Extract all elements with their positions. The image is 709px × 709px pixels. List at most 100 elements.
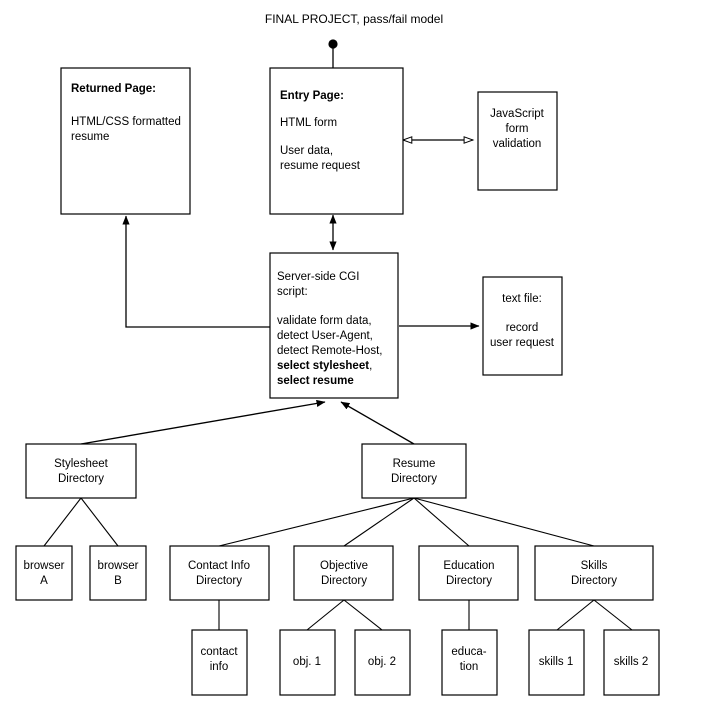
- text-file-line3: user request: [490, 337, 555, 349]
- edge-stylesheet-dir-to-cgi: [80, 399, 326, 445]
- node-education-file[interactable]: educa- tion: [441, 629, 498, 696]
- node-skills-directory[interactable]: Skills Directory: [534, 545, 654, 601]
- edge-objective-dir-to-obj2: [343, 599, 383, 631]
- edge-resume-dir-to-education-dir: [413, 497, 470, 547]
- node-browser-a[interactable]: browser A: [15, 545, 73, 601]
- browser-a-line1: browser: [24, 560, 65, 572]
- objective-dir-line2: Directory: [321, 575, 367, 587]
- contact-info-file-box[interactable]: [191, 629, 248, 696]
- entry-page-line3: resume request: [280, 160, 361, 172]
- education-file-box[interactable]: [441, 629, 498, 696]
- returned-page-line2: resume: [71, 131, 109, 143]
- node-skills1-file[interactable]: skills 1: [528, 629, 585, 696]
- obj2-file-box[interactable]: [354, 629, 411, 696]
- node-returned-page[interactable]: Returned Page: HTML/CSS formatted resume: [60, 67, 191, 215]
- returned-page-heading: Returned Page:: [71, 83, 156, 95]
- skills1-file-line1: skills 1: [539, 656, 574, 668]
- node-contact-info-directory[interactable]: Contact Info Directory: [169, 545, 270, 601]
- edge-cgi-to-returned-page: [122, 215, 270, 328]
- browser-b-box[interactable]: [89, 545, 147, 601]
- diagram-title: FINAL PROJECT, pass/fail model: [265, 12, 443, 26]
- cgi-task-detect-remote-host: detect Remote-Host,: [277, 345, 382, 357]
- node-browser-b[interactable]: browser B: [89, 545, 147, 601]
- cgi-heading2: script:: [277, 286, 308, 298]
- skills-dir-line1: Skills: [581, 560, 608, 572]
- node-text-file[interactable]: text file: record user request: [482, 276, 563, 376]
- entry-page-box[interactable]: [269, 67, 404, 215]
- contact-info-file-line2: info: [210, 661, 229, 673]
- resume-dir-line1: Resume: [393, 458, 436, 470]
- edge-stylesheet-dir-to-browser-a: [43, 497, 82, 547]
- browser-a-box[interactable]: [15, 545, 73, 601]
- edge-resume-dir-to-skills-dir: [413, 497, 595, 547]
- node-contact-info-file[interactable]: contact info: [191, 629, 248, 696]
- javascript-box[interactable]: [477, 91, 558, 191]
- edge-resume-dir-to-objective-dir: [343, 497, 415, 547]
- node-objective-directory[interactable]: Objective Directory: [293, 545, 394, 601]
- stylesheet-dir-line2: Directory: [58, 473, 104, 485]
- stylesheet-dir-line1: Stylesheet: [54, 458, 109, 470]
- education-file-line1: educa-: [451, 646, 486, 658]
- skills2-file-line1: skills 2: [614, 656, 649, 668]
- node-obj1-file[interactable]: obj. 1: [279, 629, 336, 696]
- browser-a-line2: A: [40, 575, 48, 587]
- cgi-task-select-resume: select resume: [277, 375, 354, 387]
- obj1-file-box[interactable]: [279, 629, 336, 696]
- origin-dot: [328, 39, 338, 49]
- node-javascript-validation[interactable]: JavaScript form validation: [477, 91, 558, 191]
- objective-dir-line1: Objective: [320, 560, 368, 572]
- entry-page-line2: User data,: [280, 145, 333, 157]
- text-file-box[interactable]: [482, 276, 563, 376]
- edge-skills-dir-to-skills2: [593, 599, 633, 631]
- education-dir-line2: Directory: [446, 575, 492, 587]
- contact-info-directory-box[interactable]: [169, 545, 270, 601]
- edge-resume-dir-to-cgi: [340, 401, 415, 445]
- resume-dir-line2: Directory: [391, 473, 437, 485]
- node-obj2-file[interactable]: obj. 2: [354, 629, 411, 696]
- cgi-heading1: Server-side CGI: [277, 271, 359, 283]
- node-education-directory[interactable]: Education Directory: [418, 545, 519, 601]
- education-directory-box[interactable]: [418, 545, 519, 601]
- edge-resume-dir-to-contact-info-dir: [218, 497, 415, 547]
- cgi-task-validate-form-data: validate form data,: [277, 315, 372, 327]
- javascript-line3: validation: [493, 138, 542, 150]
- text-file-line1: text file:: [502, 293, 542, 305]
- education-dir-line1: Education: [443, 560, 494, 572]
- edge-skills-dir-to-skills1: [556, 599, 595, 631]
- contact-info-file-line1: contact: [200, 646, 238, 658]
- returned-page-box[interactable]: [60, 67, 191, 215]
- skills2-file-box[interactable]: [603, 629, 660, 696]
- entry-page-heading: Entry Page:: [280, 90, 344, 102]
- resume-directory-box[interactable]: [361, 443, 467, 499]
- edge-objective-dir-to-obj1: [306, 599, 345, 631]
- entry-page-line1: HTML form: [280, 117, 337, 129]
- node-stylesheet-directory[interactable]: Stylesheet Directory: [25, 443, 137, 499]
- returned-page-line1: HTML/CSS formatted: [71, 116, 181, 128]
- obj1-file-line1: obj. 1: [293, 656, 321, 668]
- cgi-task-detect-user-agent: detect User-Agent,: [277, 330, 373, 342]
- skills-dir-line2: Directory: [571, 575, 617, 587]
- javascript-line1: JavaScript: [490, 108, 544, 120]
- contact-info-dir-line1: Contact Info: [188, 560, 250, 572]
- education-file-line2: tion: [460, 661, 479, 673]
- javascript-line2: form: [506, 123, 529, 135]
- node-resume-directory[interactable]: Resume Directory: [361, 443, 467, 499]
- cgi-task-select-stylesheet-comma: ,: [369, 360, 372, 372]
- skills-directory-box[interactable]: [534, 545, 654, 601]
- text-file-line2: record: [506, 322, 539, 334]
- obj2-file-line1: obj. 2: [368, 656, 396, 668]
- node-skills2-file[interactable]: skills 2: [603, 629, 660, 696]
- node-cgi-script[interactable]: Server-side CGI script: validate form da…: [269, 252, 399, 399]
- contact-info-dir-line2: Directory: [196, 575, 242, 587]
- stylesheet-directory-box[interactable]: [25, 443, 137, 499]
- edge-stylesheet-dir-to-browser-b: [80, 497, 119, 547]
- browser-b-line1: browser: [98, 560, 139, 572]
- cgi-task-select-stylesheet: select stylesheet: [277, 360, 369, 372]
- cgi-script-box[interactable]: [269, 252, 399, 399]
- skills1-file-box[interactable]: [528, 629, 585, 696]
- svg-text:select stylesheet,: select stylesheet,: [277, 360, 372, 372]
- objective-directory-box[interactable]: [293, 545, 394, 601]
- node-entry-page[interactable]: Entry Page: HTML form User data, resume …: [269, 67, 404, 215]
